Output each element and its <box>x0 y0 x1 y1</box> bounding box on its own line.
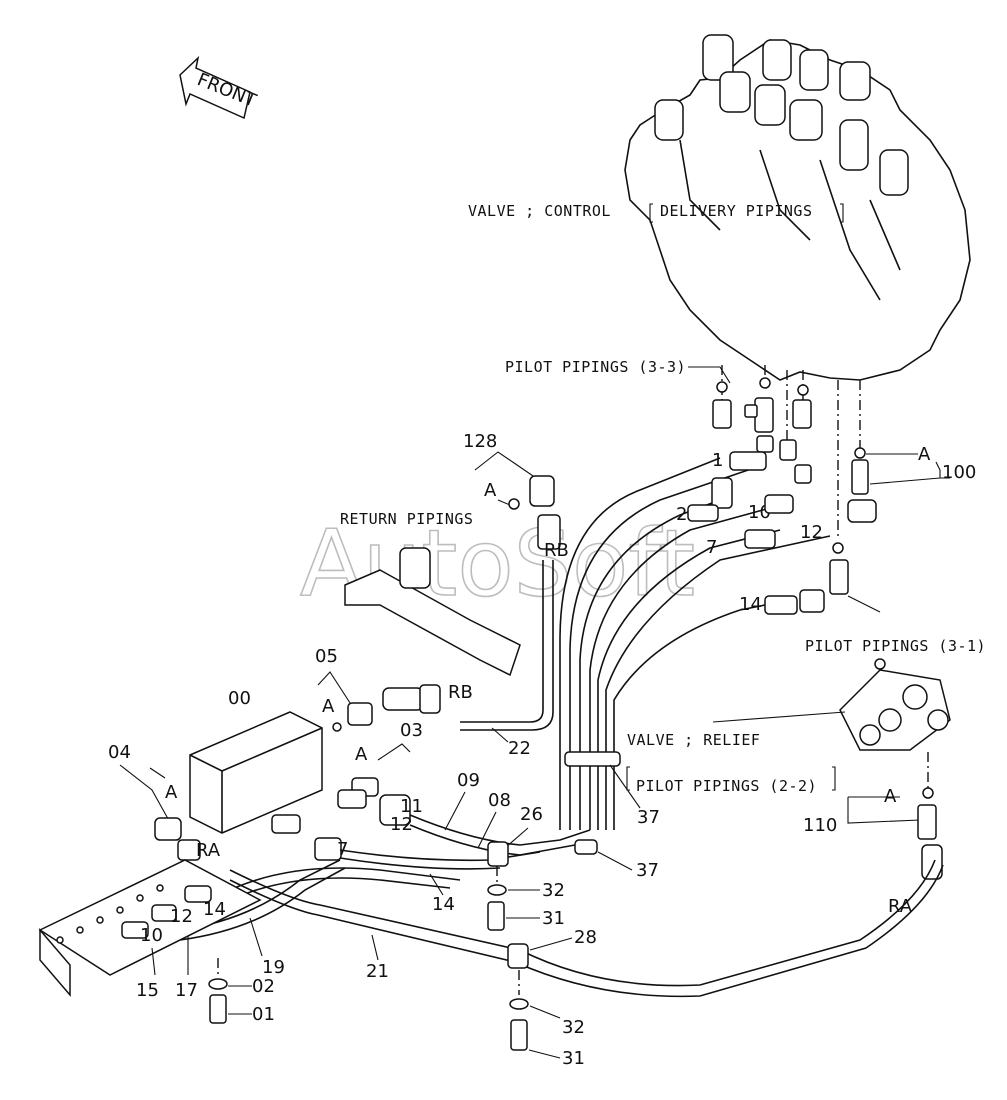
pilot-hose-bundle <box>559 457 831 830</box>
clamp-37-upper <box>564 751 621 767</box>
callout-05: 05 <box>315 646 338 667</box>
pilot-block-00 <box>189 711 323 834</box>
callout-14c: 14 <box>739 594 762 615</box>
callout-a4: A <box>165 782 178 803</box>
callout-01: 01 <box>252 1004 275 1025</box>
callout-12b: 12 <box>170 906 193 927</box>
callout-31b: 31 <box>562 1048 585 1069</box>
pilot-pipings-2-2-label: PILOT PIPINGS (2-2) <box>636 777 817 795</box>
rb-fitting <box>537 514 561 550</box>
hose-end-rb <box>382 687 424 711</box>
callout-00: 00 <box>228 688 251 709</box>
callout-2: 2 <box>676 504 687 525</box>
callout-26: 26 <box>520 804 543 825</box>
callout-15: 15 <box>136 980 159 1001</box>
callout-32a: 32 <box>542 880 565 901</box>
callout-32b: 32 <box>562 1017 585 1038</box>
callout-37b: 37 <box>636 860 659 881</box>
callout-1: 1 <box>712 450 723 471</box>
callout-21: 21 <box>366 961 389 982</box>
callout-11: 11 <box>400 796 423 817</box>
clamp-28 <box>507 943 529 969</box>
callout-7a: 7 <box>337 839 348 860</box>
callout-7b: 7 <box>706 537 717 558</box>
callout-128: 128 <box>463 431 497 452</box>
callout-rb2: RB <box>448 682 473 703</box>
callout-a1: A <box>484 480 497 501</box>
delivery-pipings-label: DELIVERY PIPINGS <box>660 202 813 220</box>
callout-02: 02 <box>252 976 275 997</box>
callout-rb1: RB <box>544 540 569 561</box>
callout-12c: 12 <box>800 522 823 543</box>
callout-14b: 14 <box>203 899 226 920</box>
callout-ra1: RA <box>196 840 221 861</box>
return-pipings-label: RETURN PIPINGS <box>340 510 473 528</box>
callout-19: 19 <box>262 957 285 978</box>
valve-control-label: VALVE ; CONTROL <box>468 202 611 220</box>
callout-14a: 14 <box>432 894 455 915</box>
callout-12a: 12 <box>390 814 413 835</box>
return-manifold-block <box>344 547 521 677</box>
valve-relief-label: VALVE ; RELIEF <box>627 731 760 749</box>
callout-04: 04 <box>108 742 131 763</box>
callout-37a: 37 <box>637 807 660 828</box>
callout-a3: A <box>355 744 368 765</box>
callout-a5: A <box>918 444 931 465</box>
front-arrow-icon: FRONT <box>179 55 260 120</box>
callout-31a: 31 <box>542 908 565 929</box>
callout-08: 08 <box>488 790 511 811</box>
callout-100: 100 <box>942 462 976 483</box>
callout-17: 17 <box>175 980 198 1001</box>
clamp-26 <box>487 841 509 867</box>
callout-10a: 10 <box>140 925 163 946</box>
elbow-128 <box>529 475 555 507</box>
callout-28: 28 <box>574 927 597 948</box>
pilot-pipings-3-3-label: PILOT PIPINGS (3-3) <box>505 358 686 376</box>
callout-09: 09 <box>457 770 480 791</box>
relief-valve-drawing <box>839 658 951 751</box>
control-valve-drawing <box>624 34 971 381</box>
callout-03: 03 <box>400 720 423 741</box>
pilot-pipings-3-1-label: PILOT PIPINGS (3-1) <box>805 637 986 655</box>
callout-22: 22 <box>508 738 531 759</box>
pilot-fittings <box>712 377 869 595</box>
callout-a2: A <box>322 696 335 717</box>
callout-110: 110 <box>803 815 837 836</box>
